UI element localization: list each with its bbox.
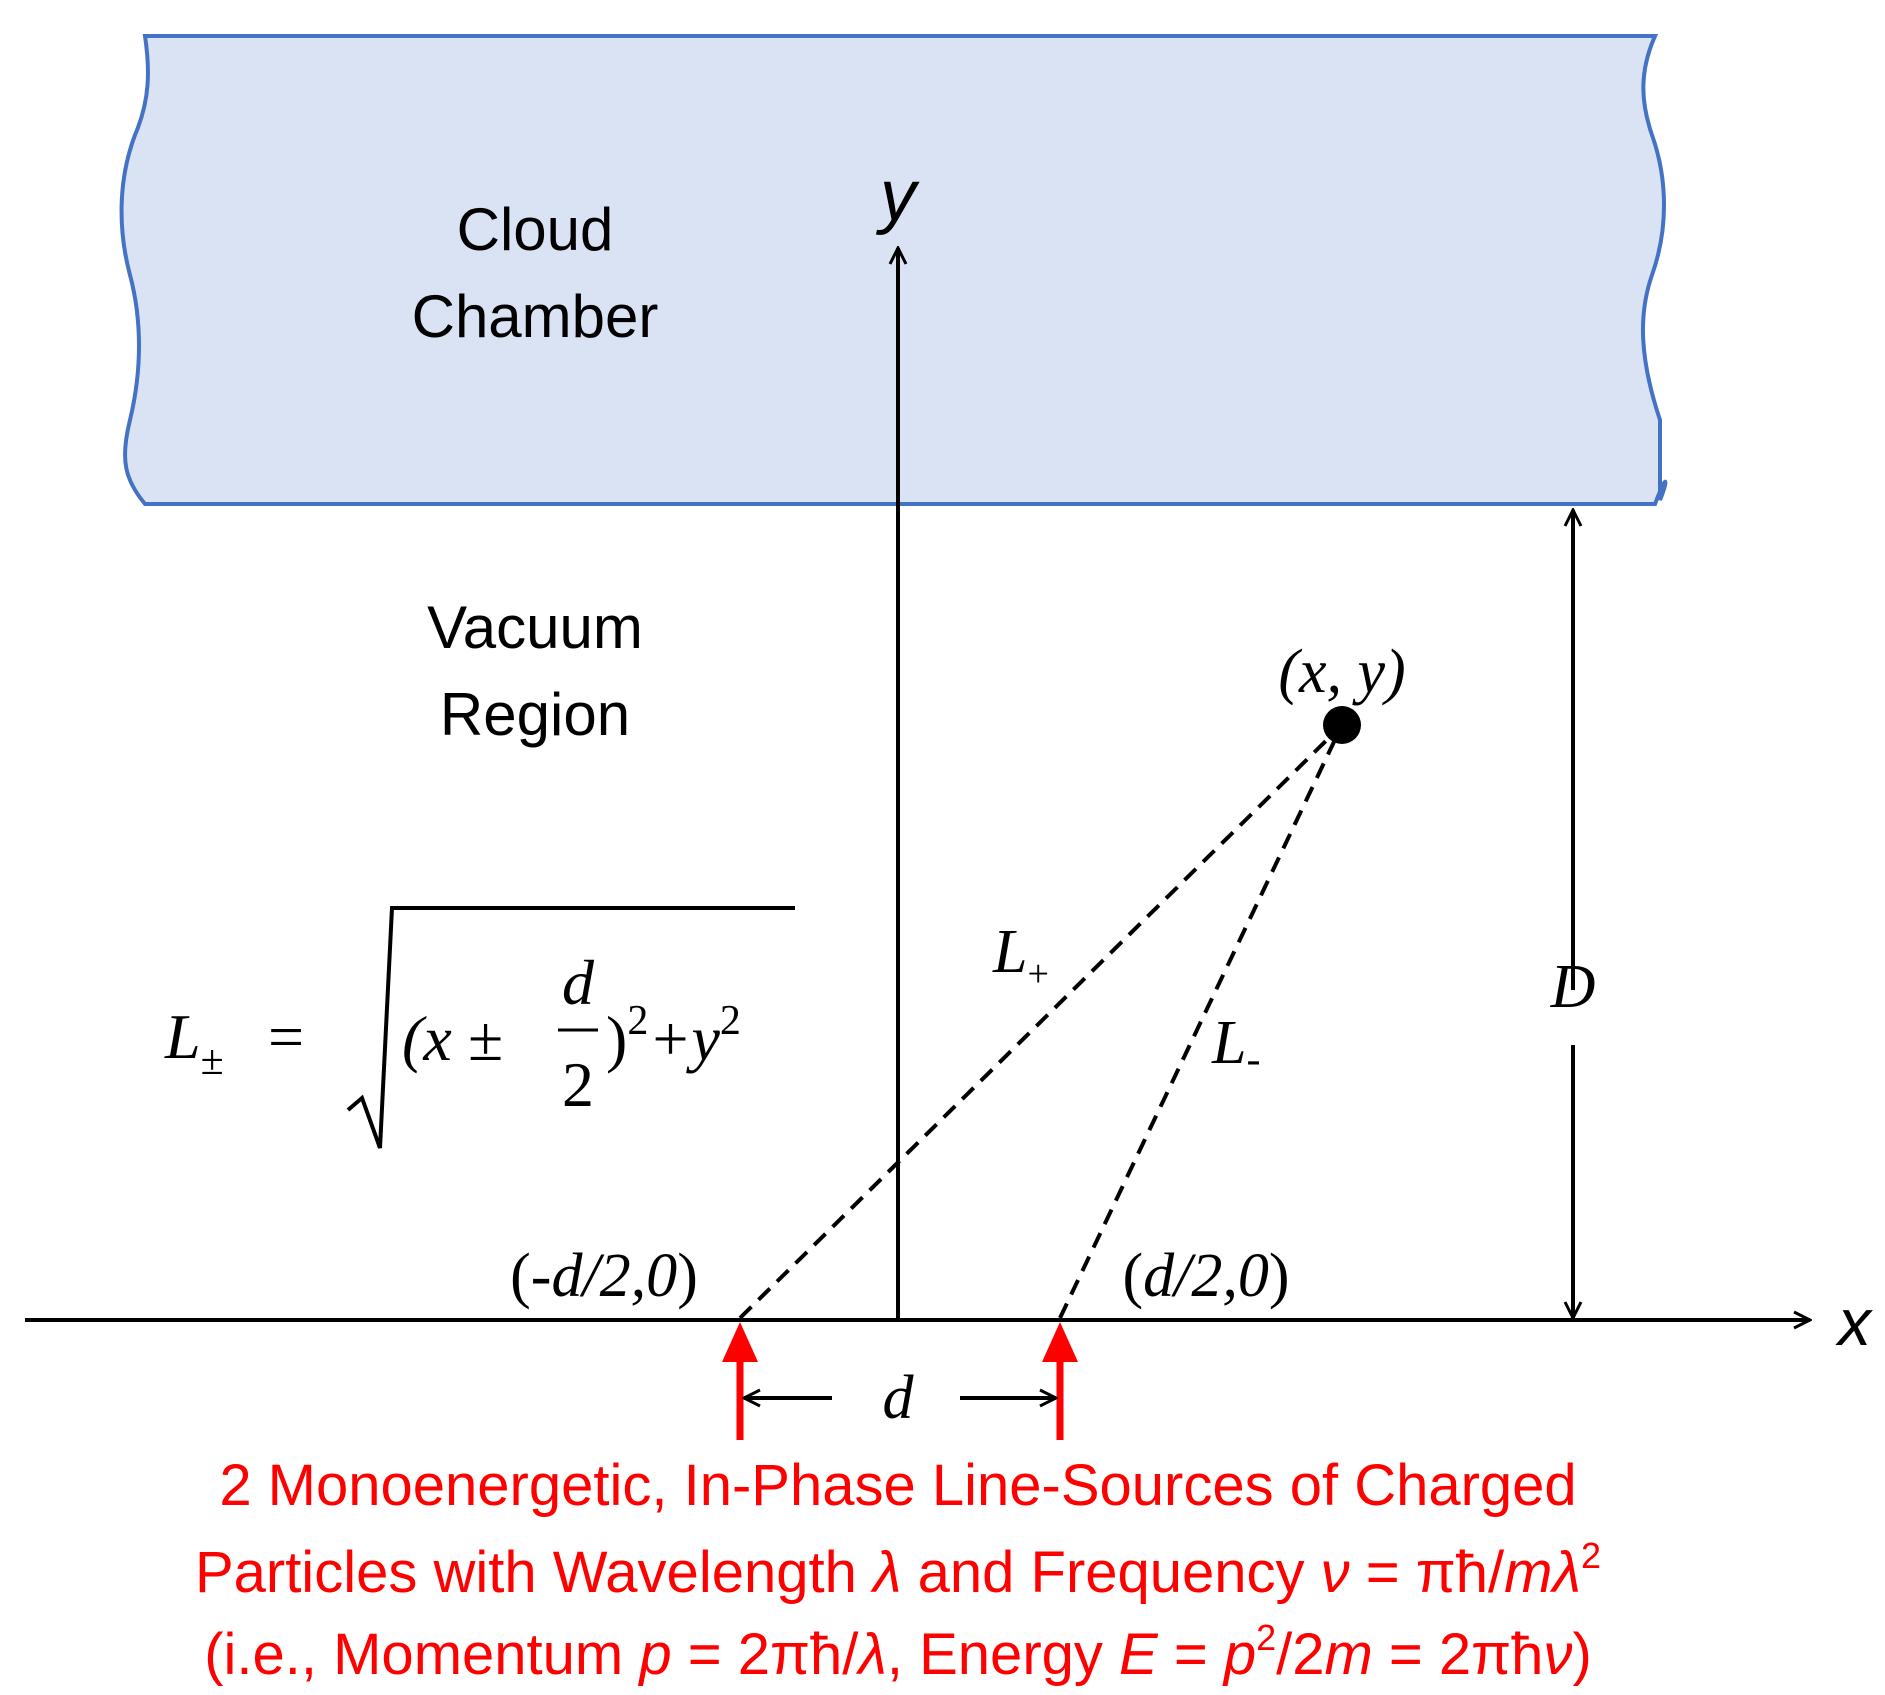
d-small-label: d: [883, 1364, 915, 1432]
right-source-arrow: [1042, 1322, 1078, 1440]
formula-lhs: L±: [164, 1001, 224, 1084]
caption-line2: Particles with Wavelength λ and Frequenc…: [195, 1535, 1601, 1605]
l-plus-label: L+: [992, 918, 1049, 995]
path-line-minus: [1058, 724, 1344, 1319]
l-minus-base: L: [1211, 1009, 1246, 1077]
caption-line1: 2 Monoenergetic, In-Phase Line-Sources o…: [219, 1453, 1576, 1518]
formula-close: )2+y2: [606, 998, 741, 1074]
d-big-label: D: [1550, 953, 1596, 1021]
left-source-label: (-d/2,0): [510, 1242, 698, 1310]
observation-point-label: (x, y): [1278, 638, 1405, 706]
path-line-plus: [738, 723, 1344, 1320]
observation-point: [1323, 706, 1361, 744]
x-axis-label: x: [1835, 1285, 1873, 1359]
path-length-formula: L± = (x ± d 2 )2+y2: [164, 906, 795, 1149]
formula-frac-num: d: [562, 947, 595, 1018]
formula-frac-den: 2: [562, 1049, 594, 1120]
l-minus-label: L-: [1211, 1009, 1260, 1083]
formula-open: (x ±: [402, 1003, 503, 1074]
vacuum-label-line1: Vacuum: [427, 594, 643, 661]
y-axis-label: y: [875, 156, 920, 236]
l-plus-base: L: [992, 918, 1027, 986]
cloud-chamber-region: [119, 34, 1668, 506]
cloud-chamber-label-line2: Chamber: [412, 283, 659, 350]
caption-line3: (i.e., Momentum p = 2πħ/λ, Energy E = p2…: [204, 1617, 1592, 1687]
l-minus-sub: -: [1246, 1037, 1260, 1083]
vacuum-label-line2: Region: [440, 681, 630, 748]
cloud-chamber-label-line1: Cloud: [457, 196, 614, 263]
right-source-label: (d/2,0): [1122, 1242, 1289, 1310]
formula-equals: =: [268, 1001, 304, 1072]
l-plus-sub: +: [1027, 953, 1048, 995]
left-source-arrow: [722, 1322, 758, 1440]
formula-radical: [346, 906, 795, 1149]
